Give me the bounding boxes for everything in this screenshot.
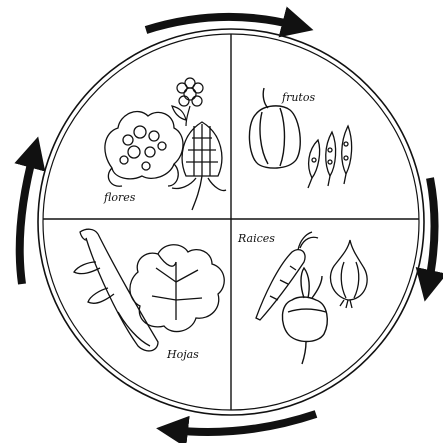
label-hojas: Hojas <box>166 348 199 361</box>
quadrant-roots: Raices <box>237 232 367 364</box>
flower-icon <box>172 78 203 126</box>
label-flores: flores <box>103 191 136 204</box>
cycle-arrow-bottom <box>172 414 316 432</box>
cycle-arrow-top <box>146 17 298 30</box>
cycle-arrow-left <box>20 152 34 284</box>
quadrant-dividers <box>43 34 419 410</box>
quadrant-fruits: frutos <box>249 88 351 188</box>
artichoke-icon <box>172 122 226 210</box>
carrot-icon <box>256 232 318 320</box>
onion-icon <box>330 240 367 308</box>
label-raices: Raices <box>237 232 275 245</box>
label-frutos: frutos <box>281 91 315 104</box>
cycle-arrow-right <box>428 178 435 286</box>
cauliflower-icon <box>105 112 183 187</box>
quadrant-flowers: flores <box>103 78 226 210</box>
quadrant-leaves: Hojas <box>74 229 224 361</box>
pea-pod-icon <box>308 126 352 188</box>
cycle-arrows <box>20 17 435 432</box>
celery-icon <box>74 229 158 351</box>
